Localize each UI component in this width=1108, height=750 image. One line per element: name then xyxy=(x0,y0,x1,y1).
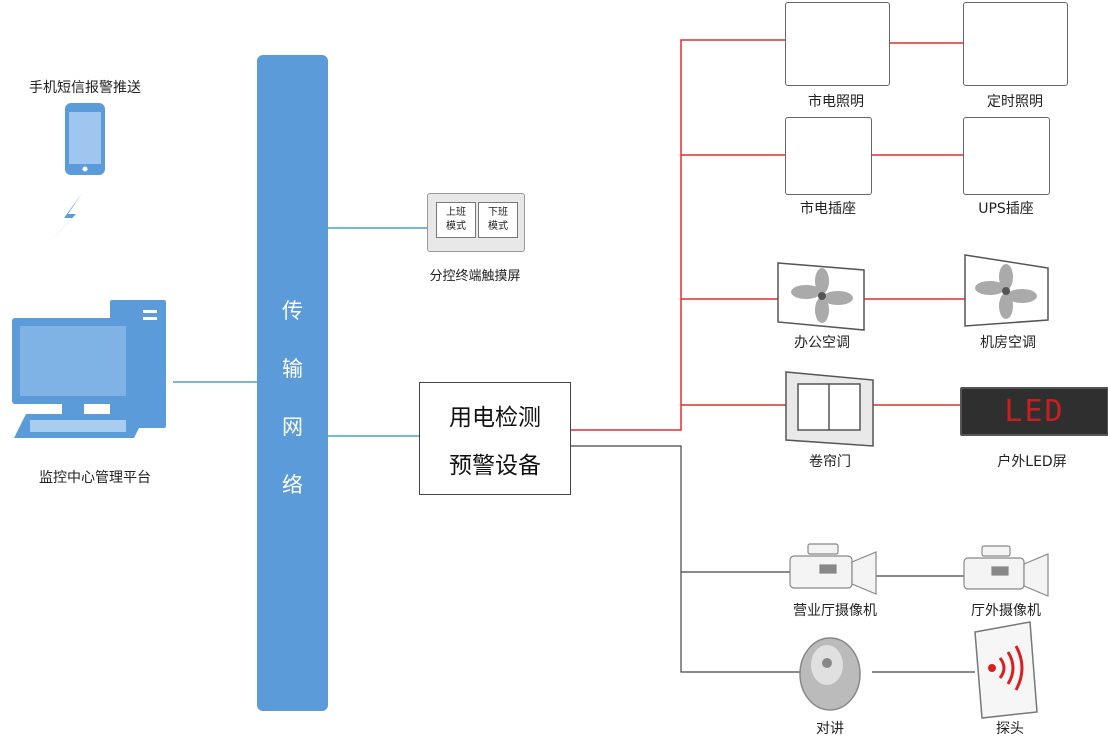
power-monitor-device: 用电检测 预警设备 xyxy=(419,382,571,495)
office-ac-label: 办公空调 xyxy=(794,335,850,351)
touch-panel: 上班 模式 下班 模式 xyxy=(427,193,525,252)
button-line: 上班 xyxy=(446,207,466,218)
ups-socket-label: UPS插座 xyxy=(978,201,1034,217)
camera-icon-outside xyxy=(963,545,1049,597)
control-lines xyxy=(569,39,965,431)
button-line: 模式 xyxy=(488,221,508,232)
computer-icon xyxy=(12,300,166,438)
camera-icon xyxy=(789,543,877,595)
lightning-icon xyxy=(50,193,82,242)
device-title-line2: 预警设备 xyxy=(449,452,541,479)
button-line: 模式 xyxy=(446,221,466,232)
detector-label: 探头 xyxy=(996,721,1024,737)
led-text: LED xyxy=(1004,394,1065,429)
bus-char: 网 xyxy=(282,415,303,439)
phone-icon xyxy=(65,103,105,175)
intercom-label: 对讲 xyxy=(816,721,844,737)
hall-camera-label: 营业厅摄像机 xyxy=(793,603,877,619)
fan-icon xyxy=(777,262,865,331)
touch-panel-label: 分控终端触摸屏 xyxy=(429,269,521,284)
outdoor-led-label: 户外LED屏 xyxy=(997,454,1067,470)
device-title-line1: 用电检测 xyxy=(449,404,541,431)
fan-icon-room xyxy=(964,254,1049,327)
off-work-mode-button[interactable]: 下班 模式 xyxy=(478,202,518,238)
monitor-platform-label: 监控中心管理平台 xyxy=(39,470,151,486)
timed-lighting-frame xyxy=(963,2,1068,86)
bus-char: 输 xyxy=(282,357,303,381)
shutter-door-label: 卷帘门 xyxy=(809,454,851,470)
detector-icon xyxy=(974,621,1038,719)
led-screen: LED xyxy=(960,387,1108,436)
button-line: 下班 xyxy=(488,207,508,218)
mains-lighting-frame xyxy=(785,2,890,86)
security-lines xyxy=(569,445,975,673)
outside-camera-label: 厅外摄像机 xyxy=(971,603,1041,619)
intercom-icon xyxy=(799,637,861,711)
work-mode-button[interactable]: 上班 模式 xyxy=(436,202,476,238)
bus-char: 传 xyxy=(282,299,303,323)
phone-alert-label: 手机短信报警推送 xyxy=(29,80,141,96)
mains-socket-label: 市电插座 xyxy=(800,201,856,217)
transmission-network-bus: 传 输 网 络 xyxy=(257,55,328,711)
room-ac-label: 机房空调 xyxy=(980,335,1036,351)
timed-lighting-label: 定时照明 xyxy=(987,94,1043,110)
ups-socket-frame xyxy=(963,117,1050,195)
mains-socket-frame xyxy=(785,117,872,195)
mains-lighting-label: 市电照明 xyxy=(808,94,864,110)
shutter-door-icon xyxy=(785,371,874,447)
bus-char: 络 xyxy=(282,473,303,497)
